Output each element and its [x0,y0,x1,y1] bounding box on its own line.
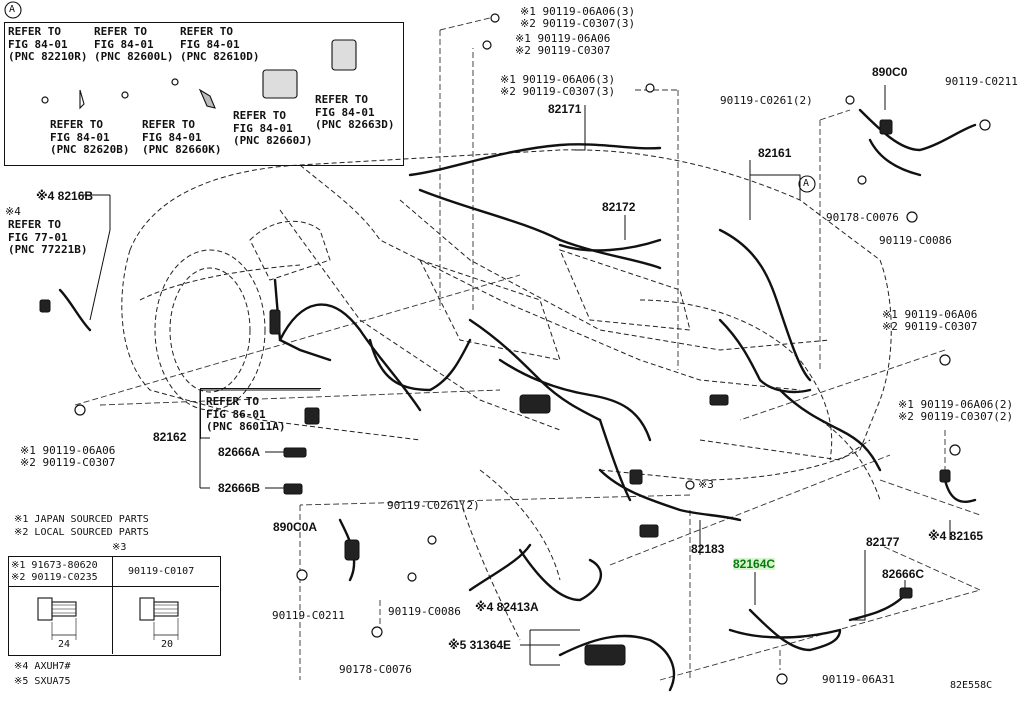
label-82183: 82183 [691,542,725,556]
label-top2: ※1 90119-06A06※2 90119-C0307 [515,32,611,57]
label-82172: 82172 [602,200,636,214]
legend-col2: 90119-C0107 [128,566,195,577]
legend-dim-20: 20 [161,639,174,650]
label-90119-06a31: 90119-06A31 [822,673,895,686]
legend-table-header-line [8,586,219,587]
label-90119-c0086-top: 90119-C0086 [879,234,952,247]
label-82171: 82171 [548,102,582,116]
label-90119-c0211-top: 90119-C0211 [945,75,1018,88]
label-82165: ※4 82165 [928,529,984,543]
label-82666a: 82666A [218,445,261,459]
label-90178-c0076-bottom: 90178-C0076 [339,663,412,676]
legend-table [8,556,221,656]
label-top3: ※1 90119-06A06(3)※2 90119-C0307(3) [500,73,616,98]
legend-note-4: ※4 AXUH7# [14,661,71,672]
note-3-car: ※3 [698,478,714,491]
label-right1: ※1 90119-06A06※2 90119-C0307 [882,308,978,333]
legend-note-2: ※2 LOCAL SOURCED PARTS [14,527,149,538]
label-right2: ※1 90119-06A06(2)※2 90119-C0307(2) [898,398,1014,423]
label-890c0a: 890C0A [273,520,318,534]
inset-box [4,22,404,166]
legend-note-3: ※3 [112,542,127,553]
label-left1: ※1 90119-06A06※2 90119-C0307 [20,444,116,469]
label-90119-c0261-bottom: 90119-C0261(2) [387,499,480,512]
note-4: ※4 [5,205,21,218]
label-82164c: 82164C [733,557,776,571]
legend-note-1: ※1 JAPAN SOURCED PARTS [14,514,149,525]
diagram-code: 82E558C [950,680,993,691]
mid-ref-box [200,388,321,439]
label-82177: 82177 [866,535,900,549]
label-82161: 82161 [758,146,792,160]
label-31364e: ※5 31364E [448,638,512,652]
label-890c0: 890C0 [872,65,908,79]
label-90119-c0086-bottom: 90119-C0086 [388,605,461,618]
label-82216b: ※4 8216B [36,189,94,203]
label-82162: 82162 [153,430,187,444]
label-90119-c0261-top: 90119-C0261(2) [720,94,813,107]
legend-dim-24: 24 [58,639,71,650]
callout-a-car: A [803,178,810,189]
legend-table-divider [112,556,113,654]
label-90178-c0076-top: 90178-C0076 [826,211,899,224]
label-top1: ※1 90119-06A06(3)※2 90119-C0307(3) [520,5,636,30]
label-82666b: 82666B [218,481,261,495]
legend-note-5: ※5 SXUA75 [14,676,71,687]
label-82666c: 82666C [882,567,925,581]
label-82413a: ※4 82413A [475,600,539,614]
callout-a-inset: A [9,4,16,15]
legend-col1: ※1 91673-80620※2 90119-C0235 [11,560,98,583]
label-90119-c0211-bottom: 90119-C0211 [272,609,345,622]
